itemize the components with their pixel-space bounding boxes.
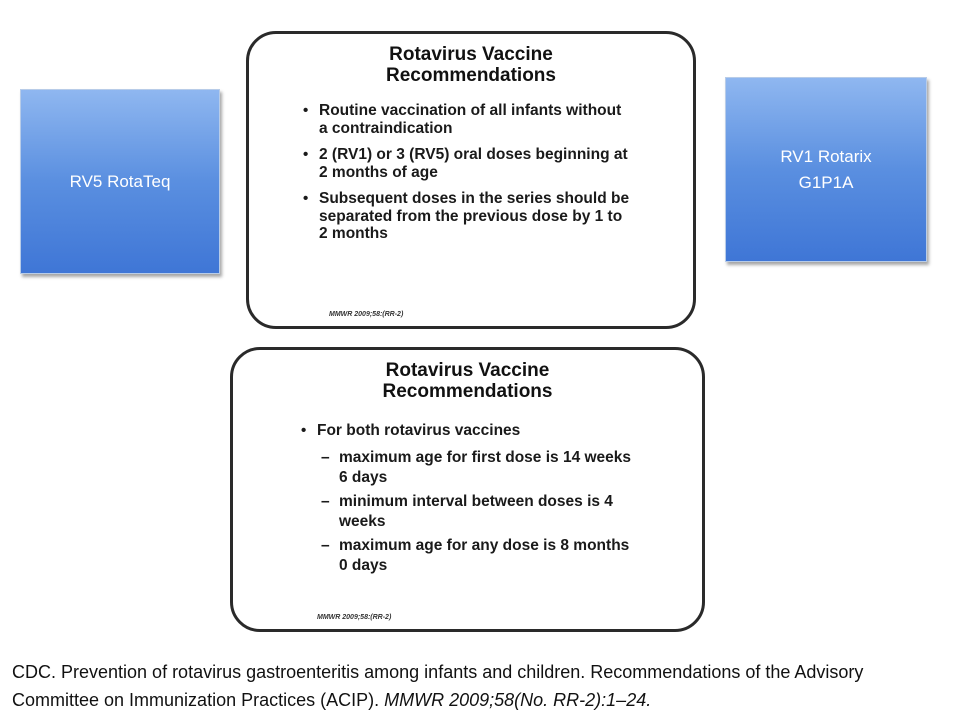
slide-top-title: Rotavirus Vaccine Recommendations: [249, 44, 693, 86]
rv1-strain-label: G1P1A: [798, 172, 854, 192]
recommendations-slide-bottom: Rotavirus Vaccine Recommendations For bo…: [230, 347, 705, 632]
bullet-item: Subsequent doses in the series should be…: [303, 190, 633, 243]
slide-bottom-title-line2: Recommendations: [382, 381, 553, 402]
slide-top-bullet-list: Routine vaccination of all infants witho…: [303, 102, 633, 252]
rv5-rotateq-box: RV5 RotaTeq: [20, 89, 220, 274]
bullet-item: Routine vaccination of all infants witho…: [303, 102, 633, 137]
slide-top-title-line1: Rotavirus Vaccine: [389, 44, 553, 65]
slide-bottom-title-line1: Rotavirus Vaccine: [385, 360, 550, 381]
bullet-item: For both rotavirus vaccines: [301, 422, 641, 440]
slide-bottom-bullet-list: For both rotavirus vaccines: [301, 422, 641, 449]
bullet-item: 2 (RV1) or 3 (RV5) oral doses beginning …: [303, 146, 633, 181]
sub-item: minimum interval between doses is 4 week…: [321, 492, 641, 532]
slide-bottom-source: MMWR 2009;58:(RR-2): [317, 614, 392, 621]
slide-top-title-line2: Recommendations: [386, 65, 556, 86]
sub-item: maximum age for first dose is 14 weeks 6…: [321, 448, 641, 488]
slide-top-source: MMWR 2009;58:(RR-2): [329, 311, 404, 318]
sub-item: maximum age for any dose is 8 months 0 d…: [321, 536, 641, 576]
citation-journal: MMWR 2009;58(No. RR-2):1–24.: [384, 690, 652, 710]
rv1-rotarix-box: RV1 Rotarix G1P1A: [725, 77, 927, 262]
slide-bottom-title: Rotavirus Vaccine Recommendations: [233, 360, 702, 402]
citation-text: CDC. Prevention of rotavirus gastroenter…: [12, 658, 952, 714]
rv1-label: RV1 Rotarix: [780, 146, 872, 166]
slide-bottom-sublist: maximum age for first dose is 14 weeks 6…: [321, 448, 641, 580]
recommendations-slide-top: Rotavirus Vaccine Recommendations Routin…: [246, 31, 696, 329]
citation-main: CDC. Prevention of rotavirus gastroenter…: [12, 662, 864, 710]
rv5-label: RV5 RotaTeq: [69, 171, 171, 191]
